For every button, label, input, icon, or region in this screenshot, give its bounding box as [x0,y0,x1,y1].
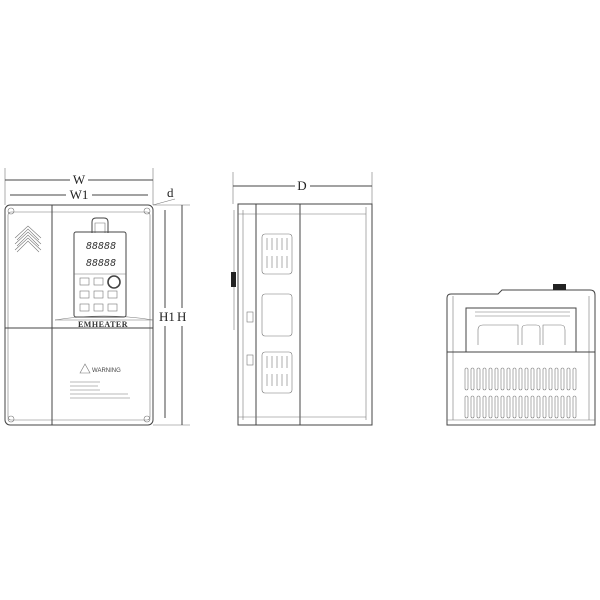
label-W: W [73,172,86,187]
warning-text: WARNING [92,368,121,374]
display-bottom: 88888 [86,258,116,269]
warning-icon [79,363,91,374]
vent-slot [554,367,559,391]
vent-slot [518,367,523,391]
vent-slot [542,367,547,391]
vent-slot [470,367,475,391]
label-D: D [297,178,306,193]
keypad-key [107,303,118,312]
chevron-up-icon [14,225,42,253]
side-vent-bottom [261,351,293,394]
vent-slot [500,367,505,391]
mount-hole [7,415,15,423]
vent-slot [464,395,469,419]
vent-slot [464,367,469,391]
dim-W: W [4,168,154,205]
side-vent-bottom-slots [266,356,288,386]
vent-slot [524,395,529,419]
vent-slot [566,395,571,419]
display-top: 88888 [86,241,116,252]
label-H1: H1 [159,309,175,324]
warning-label: WARNING [70,363,130,399]
vent-slot [536,367,541,391]
dim-H: H [153,204,190,426]
vent-slot [512,395,517,419]
vent-slot [476,395,481,419]
vent-slot [518,395,523,419]
bottom-knob [553,284,566,290]
mount-hole [143,207,151,215]
label-W1: W1 [70,187,89,202]
vent-slot [494,395,499,419]
side-tab [231,272,236,287]
keypad-key [93,303,104,312]
keypad-key [79,290,90,299]
vent-slot [560,395,565,419]
vent-slot [530,367,535,391]
keypad-key [93,277,104,286]
side-housing [237,203,373,426]
dim-D: D [232,172,373,204]
vent-slot [500,395,505,419]
warning-fine-print-lines [70,381,130,399]
keypad-key [79,277,90,286]
vent-slot [488,367,493,391]
label-d: d [167,185,174,200]
vent-slot [470,395,475,419]
mount-hole [7,207,15,215]
vent-slot [512,367,517,391]
keypad-handle [91,217,109,233]
vent-slot [572,395,577,419]
dim-W1: W1 [10,187,148,202]
keypad-panel: 88888 88888 [73,217,127,318]
vent-slot [530,395,535,419]
side-panel [261,293,293,337]
side-clip [246,354,254,366]
dim-H1: H1 [159,210,175,418]
keypad-frame [73,231,127,318]
bottom-cavity [465,307,577,353]
keypad-handle-inner [94,222,106,233]
vent-slot [548,367,553,391]
cover-arc [54,315,154,321]
side-view: D [231,172,373,426]
front-view: W W1 d H1 H [4,168,190,426]
vent-slot [524,367,529,391]
vent-slot [548,395,553,419]
vent-slot [554,395,559,419]
front-housing [4,204,154,426]
keypad-key [107,290,118,299]
knob-icon [107,275,121,289]
vent-slot [488,395,493,419]
vent-slot [536,395,541,419]
bottom-view [446,284,596,426]
keypad-key [93,290,104,299]
vent-slot [494,367,499,391]
vent-slot [560,367,565,391]
label-H: H [177,309,186,324]
keypad-key [79,303,90,312]
vent-slot [482,395,487,419]
vent-slot [572,367,577,391]
vent-slot [506,395,511,419]
vent-slot [542,395,547,419]
bottom-housing [446,289,596,426]
brand-label: EMHEATER [78,320,128,329]
mount-hole [143,415,151,423]
vent-slot [506,367,511,391]
cable-entries [477,324,566,345]
front-inner-outline [7,211,151,421]
vent-slot [476,367,481,391]
dim-d: d [152,185,176,206]
side-vent-top [261,233,293,275]
side-clip [246,311,254,323]
bottom-vents [464,367,577,419]
vent-slot [566,367,571,391]
side-vent-top-slots [266,238,288,268]
vent-slot [482,367,487,391]
